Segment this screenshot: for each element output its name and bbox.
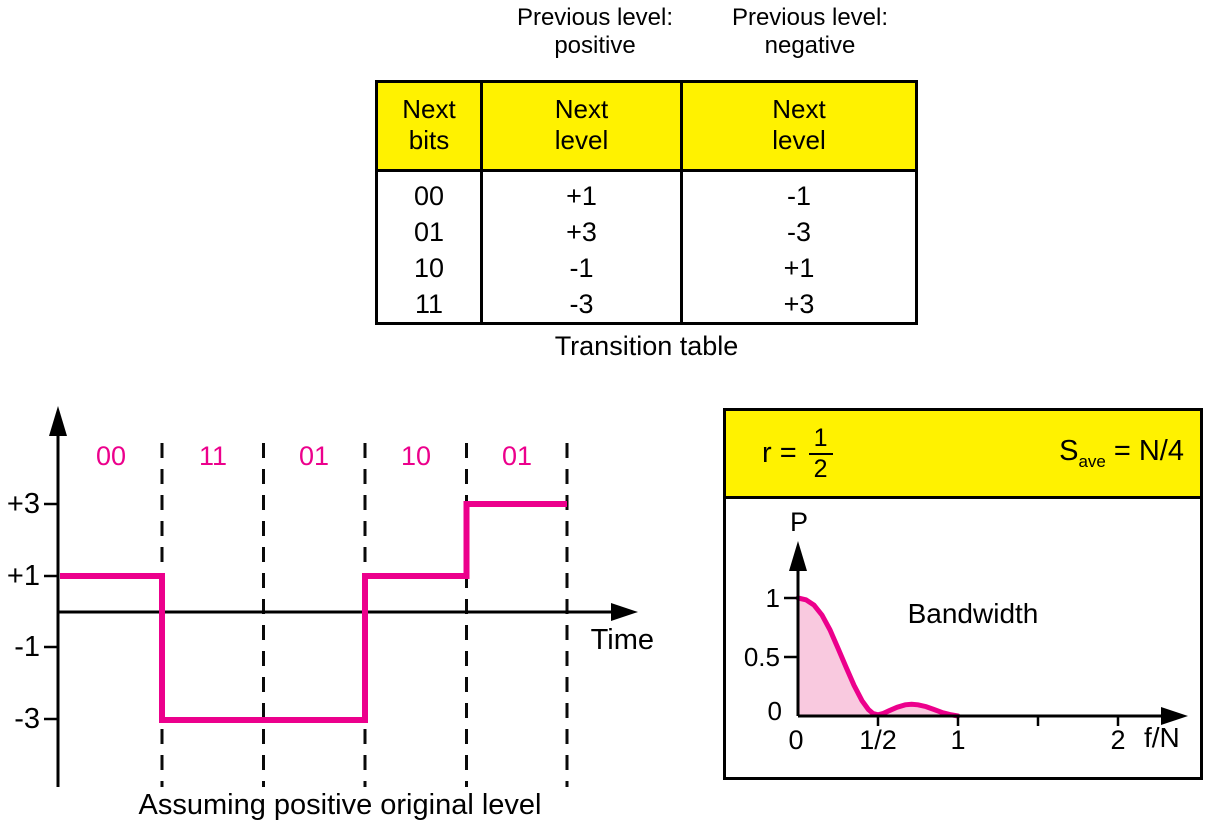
y-tick-label: -1 bbox=[14, 631, 40, 663]
x-tick-label: 0 bbox=[788, 725, 803, 755]
save-rhs: = N/4 bbox=[1113, 435, 1184, 468]
table-cell: +1 bbox=[783, 253, 815, 283]
average-signal-rate-formula: Save = N/4 bbox=[1059, 435, 1184, 472]
table-cell: 10 bbox=[413, 253, 445, 283]
y-tick-label: +3 bbox=[7, 488, 40, 520]
transition-table-caption: Transition table bbox=[554, 331, 739, 361]
psd-panel-header: r = 1 2 Save = N/4 bbox=[726, 411, 1200, 499]
previous-level-positive-label: Previous level: positive bbox=[485, 4, 705, 60]
header-next-bits-line2: bits bbox=[408, 125, 450, 155]
p-axis-arrow bbox=[789, 541, 807, 571]
table-cell: +3 bbox=[566, 217, 597, 247]
bit-group-label: 10 bbox=[401, 441, 431, 471]
table-cell: -1 bbox=[569, 253, 594, 283]
save-base: S bbox=[1059, 435, 1079, 468]
previous-level-positive-line2: positive bbox=[554, 32, 636, 59]
table-cell: 01 bbox=[413, 217, 445, 247]
transition-table: Next bits Next level Next level 00 01 10… bbox=[375, 80, 918, 325]
table-cell: 00 bbox=[413, 181, 445, 211]
amplitude-axis-arrow bbox=[49, 406, 67, 436]
psd-chart: P 1 0.5 0 0 1/2 1 2 f/N Bandwidth bbox=[744, 507, 1188, 755]
x-tick-label: 1/2 bbox=[859, 725, 897, 755]
header-next-bits-line1: Next bbox=[402, 94, 456, 124]
psd-shaded-area bbox=[798, 598, 958, 716]
y-tick-label: 1 bbox=[766, 583, 780, 613]
previous-level-negative-label: Previous level: negative bbox=[700, 4, 920, 60]
signal-waveform bbox=[60, 501, 567, 723]
table-cell: -3 bbox=[569, 289, 594, 319]
rate-numerator: 1 bbox=[808, 424, 833, 455]
header-next-level-negative: Next level bbox=[683, 83, 915, 169]
y-tick-label: 0.5 bbox=[744, 642, 780, 672]
previous-level-positive-line1: Previous level: bbox=[516, 4, 674, 31]
y-tick-label: +1 bbox=[7, 560, 40, 592]
waveform-caption: Assuming positive original level bbox=[138, 789, 542, 821]
y-tick-label: 0 bbox=[768, 696, 782, 726]
header-next-level-pos-line1: Next bbox=[554, 94, 609, 124]
bit-group-label: 01 bbox=[502, 441, 532, 471]
table-cell: -3 bbox=[786, 217, 811, 247]
transition-table-header-row: Next bits Next level Next level bbox=[378, 83, 915, 172]
header-next-level-neg-line2: level bbox=[772, 125, 826, 155]
bit-group-label: 11 bbox=[199, 441, 227, 471]
header-next-bits: Next bits bbox=[378, 83, 483, 169]
column-next-bits: 00 01 10 11 bbox=[378, 172, 483, 322]
bit-group-label: 01 bbox=[299, 441, 329, 471]
table-cell: -1 bbox=[786, 181, 811, 211]
save-subscript: ave bbox=[1078, 451, 1106, 471]
rate-formula: r = 1 2 bbox=[762, 424, 833, 483]
frequency-axis-label: f/N bbox=[1144, 722, 1180, 753]
table-cell: +1 bbox=[566, 181, 597, 211]
bit-group-label: 00 bbox=[96, 441, 126, 471]
rate-fraction: 1 2 bbox=[808, 424, 833, 483]
x-tick-label: 2 bbox=[1110, 725, 1125, 755]
rate-lhs: r = bbox=[762, 437, 797, 469]
y-tick-label: -3 bbox=[14, 703, 40, 735]
bandwidth-annotation: Bandwidth bbox=[908, 598, 1039, 629]
column-next-level-negative: -1 -3 +1 +3 bbox=[683, 172, 915, 322]
x-tick-label: 1 bbox=[950, 725, 965, 755]
column-next-level-positive: +1 +3 -1 -3 bbox=[483, 172, 683, 322]
table-cell: +3 bbox=[783, 289, 815, 319]
previous-level-negative-line2: negative bbox=[764, 32, 856, 59]
frequency-axis-arrow bbox=[1161, 707, 1188, 725]
table-cell: 11 bbox=[414, 289, 444, 319]
header-next-level-neg-line1: Next bbox=[772, 94, 826, 124]
header-next-level-pos-line2: level bbox=[554, 125, 609, 155]
header-next-level-positive: Next level bbox=[483, 83, 683, 169]
transition-table-body: 00 01 10 11 +1 +3 -1 -3 -1 -3 +1 +3 bbox=[378, 172, 915, 322]
rate-denominator: 2 bbox=[813, 454, 828, 483]
time-axis-label: Time bbox=[591, 624, 654, 656]
waveform-chart: +3 +1 -1 -3 00 11 01 10 01 Time bbox=[7, 406, 654, 787]
previous-level-negative-line1: Previous level: bbox=[731, 4, 889, 31]
psd-panel: r = 1 2 Save = N/4 bbox=[723, 408, 1203, 780]
time-axis-arrow bbox=[611, 603, 638, 621]
p-axis-label: P bbox=[790, 507, 808, 537]
